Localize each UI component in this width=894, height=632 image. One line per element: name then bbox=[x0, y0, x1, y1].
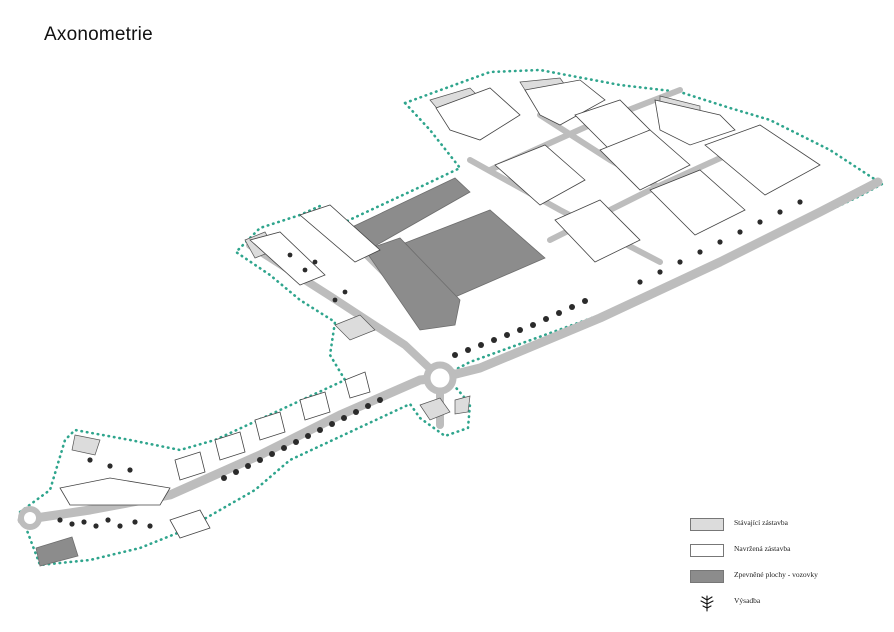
tree-rows bbox=[57, 199, 803, 529]
page-title: Axonometrie bbox=[44, 24, 153, 45]
tree-row-west bbox=[221, 397, 383, 481]
legend-swatch-existing bbox=[690, 518, 724, 531]
block-s-2 bbox=[649, 169, 746, 236]
legend-item-existing: Stávající zástavba bbox=[690, 516, 880, 542]
block-sw-1 bbox=[59, 477, 171, 506]
legend-label: Zpevněné plochy - vozovky bbox=[734, 570, 818, 579]
tree-row-north bbox=[287, 252, 348, 303]
existing-building bbox=[419, 397, 451, 421]
block-ne-4 bbox=[654, 99, 736, 146]
roundabout-west bbox=[18, 506, 42, 530]
legend-swatch-paved bbox=[690, 570, 724, 583]
plaza bbox=[364, 237, 461, 331]
block-ne-1 bbox=[435, 87, 521, 141]
block-road-5 bbox=[174, 451, 206, 481]
block-road-3 bbox=[254, 411, 286, 441]
existing-building bbox=[334, 314, 376, 341]
block-s-1 bbox=[554, 199, 641, 263]
legend-item-planting: Výsadba bbox=[690, 594, 880, 620]
block-w-1 bbox=[299, 204, 381, 263]
block-c-3 bbox=[704, 124, 821, 196]
legend-swatch-proposed bbox=[690, 544, 724, 557]
legend-label: Výsadba bbox=[734, 596, 761, 605]
tree-row-east bbox=[637, 199, 803, 285]
existing-building bbox=[71, 434, 101, 456]
legend-item-paved: Zpevněné plochy - vozovky bbox=[690, 568, 880, 594]
legend-item-proposed: Navržená zástavba bbox=[690, 542, 880, 568]
tree-row-main bbox=[452, 298, 588, 358]
block-c-2 bbox=[599, 129, 691, 191]
tree-icon bbox=[700, 595, 714, 612]
block-road-4 bbox=[214, 431, 246, 461]
block-road-1 bbox=[344, 371, 371, 399]
tree-cluster-sw bbox=[57, 457, 153, 529]
legend: Stávající zástavba Navržená zástavba Zpe… bbox=[690, 516, 880, 620]
roundabout bbox=[423, 361, 457, 395]
legend-label: Stávající zástavba bbox=[734, 518, 788, 527]
paved-areas bbox=[35, 177, 546, 567]
block-c-1 bbox=[494, 144, 586, 206]
block-sw-2 bbox=[169, 509, 211, 539]
proposed-buildings bbox=[59, 79, 821, 539]
existing-building bbox=[454, 395, 471, 415]
sw-building-dark bbox=[35, 536, 79, 567]
block-road-2 bbox=[299, 391, 331, 421]
legend-label: Navržená zástavba bbox=[734, 544, 791, 553]
